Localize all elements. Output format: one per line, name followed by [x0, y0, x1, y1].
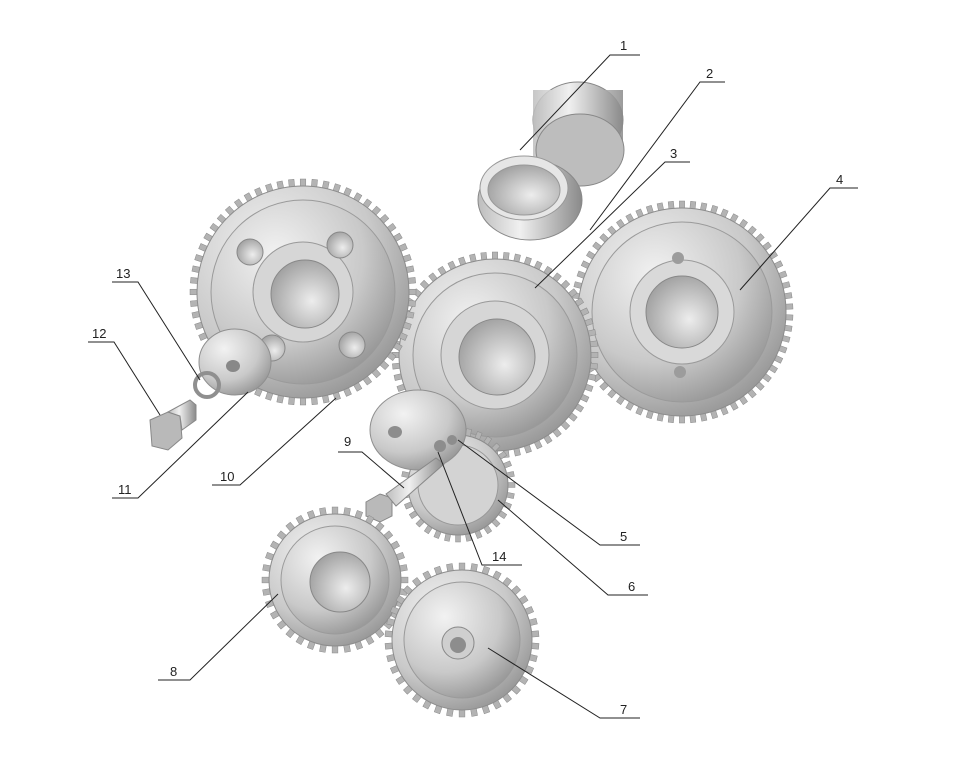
callout-13-label: 13: [116, 266, 130, 281]
callout-4-label: 4: [836, 172, 843, 187]
callout-group: 1 2 3 4 5 6 7 8: [88, 38, 858, 719]
washer-11: [198, 328, 272, 396]
callout-8: 8: [158, 593, 279, 681]
snap-ring-13: [193, 371, 221, 399]
callout-11: 11: [112, 391, 249, 499]
callout-3-label: 3: [670, 146, 677, 161]
callout-10: 10: [212, 397, 337, 486]
callout-11-label: 11: [118, 482, 132, 497]
callout-2: 2: [589, 66, 725, 231]
bushing-2: [477, 155, 583, 241]
callout-5: 5: [457, 439, 640, 546]
callout-5-label: 5: [620, 529, 627, 544]
gear-8: [261, 506, 409, 654]
callout-9-label: 9: [344, 434, 351, 449]
callout-2-label: 2: [706, 66, 713, 81]
callout-14: 14: [437, 451, 522, 566]
gear-4: [570, 200, 794, 424]
callout-12: 12: [88, 326, 161, 416]
bushing-1: [532, 81, 625, 187]
bolt-12: [149, 399, 197, 451]
callout-4: 4: [739, 172, 858, 291]
callout-3: 3: [534, 146, 690, 289]
callout-14-label: 14: [492, 549, 506, 564]
callout-1: 1: [519, 38, 640, 151]
thrust-plate-5: [369, 389, 467, 471]
callout-10-label: 10: [220, 469, 234, 484]
callout-6: 6: [497, 499, 648, 596]
callout-7: 7: [487, 647, 640, 719]
callout-12-label: 12: [92, 326, 106, 341]
gear-7: [384, 562, 540, 718]
callout-6-label: 6: [628, 579, 635, 594]
callout-7-label: 7: [620, 702, 627, 717]
callout-1-label: 1: [620, 38, 627, 53]
callout-9: 9: [338, 434, 405, 489]
callout-8-label: 8: [170, 664, 177, 679]
callout-13: 13: [112, 266, 201, 381]
bolt-9: [365, 457, 445, 523]
